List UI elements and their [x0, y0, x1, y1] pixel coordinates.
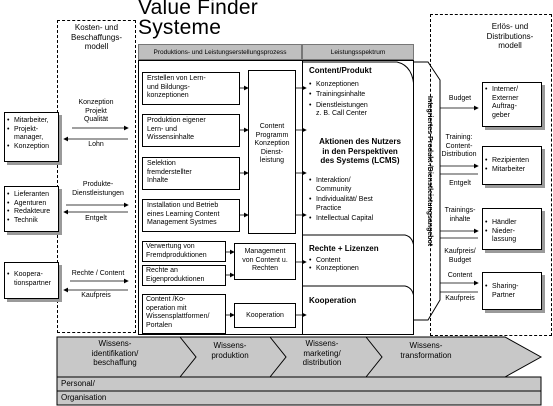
- content-product-section: Content/Produkt Konzeptionen Trainingsin…: [309, 66, 413, 119]
- list-item: Sharing- Partner: [485, 283, 539, 300]
- list-item: Technik: [7, 217, 56, 226]
- dealers-box: HändlerNieder- lassung: [482, 208, 542, 250]
- list-item: Interner/ Externer Auftrag- geber: [485, 86, 539, 120]
- stage-transformation: Wissens- transformation: [400, 341, 452, 360]
- flow-label: Produkte- Dienstleistungen: [72, 181, 124, 197]
- flow-label: Kaufpreis/ Budget: [444, 248, 476, 264]
- process-step-selection: Selektion fremderstellter Inhalte: [142, 157, 240, 190]
- flow-label: Entgelt: [449, 180, 471, 187]
- flow-label: Budget: [448, 95, 472, 102]
- revenue-model-panel: [430, 14, 552, 336]
- recipients-box: RezipientenMitarbeiter: [482, 146, 542, 185]
- title-line-1: Value Finder: [138, 0, 258, 19]
- cost-model-panel: [57, 20, 136, 333]
- cooperation-title: Kooperation: [309, 296, 357, 305]
- list-item: Dienstleistungen z. B. Call Center: [309, 102, 413, 119]
- list-item: Kooperа- tionspartner: [7, 271, 56, 288]
- flow-label: Kaufpreis: [445, 295, 475, 302]
- revenue-model-title: Erlös- und Distributions- modell: [486, 22, 534, 50]
- list-item: Agenturen: [7, 200, 56, 209]
- flow-label: Rechte / Content: [71, 270, 125, 277]
- list-item: Händler: [485, 219, 539, 228]
- coop-step: Content /Ko- operation mit Wissensplattf…: [142, 294, 226, 334]
- list-item: Konzeption: [7, 143, 56, 152]
- flow-label: Entgelt: [85, 215, 107, 222]
- rights-step-external: Verwertung von Fremdproduktionen: [142, 241, 226, 262]
- flow-label: Lohn: [88, 141, 104, 148]
- stage-identification: Wissens- identifikation/ beschaffung: [91, 339, 139, 367]
- rights-title: Rechte + Lizenzen: [309, 244, 379, 253]
- rights-management-box: Management von Content u. Rechten: [234, 243, 296, 280]
- list-item: Intellectual Capital: [309, 215, 409, 224]
- flow-label: Training: Content- Distribution: [441, 134, 477, 158]
- actions-title: Aktionen des Nutzers in den Perspektiven…: [319, 137, 401, 165]
- cooperation-box: Kooperation: [234, 303, 296, 328]
- list-item: Mitarbeiter: [485, 166, 539, 175]
- process-step-concepts: Erstellen von Lern- und Bildungs- konzep…: [142, 72, 240, 105]
- list-item: Individualität/ Best Practice: [309, 196, 409, 213]
- rights-section: Rechte + Lizenzen Content Konzeptionen: [309, 244, 413, 274]
- flow-label: Content: [447, 272, 473, 279]
- organisation-row: Organisation: [61, 393, 107, 402]
- personnel-row: Personal/: [61, 379, 95, 388]
- actions-list: Interaktion/ Community Individualität/ B…: [309, 177, 409, 224]
- partner-box: Kooperа- tionspartner: [4, 262, 59, 299]
- list-item: Lieferanten: [7, 191, 56, 200]
- flow-label: Trainings- inhalte: [444, 207, 476, 223]
- list-item: Projekt- manager,: [7, 126, 56, 143]
- content-product-title: Content/Produkt: [309, 66, 372, 75]
- page-title: Value Finder Systeme: [138, 0, 258, 38]
- list-item: Interaktion/ Community: [309, 177, 409, 194]
- list-item: Nieder- lassung: [485, 228, 539, 245]
- list-item: Trainingsinhalte: [309, 91, 413, 100]
- client-box: Interner/ Externer Auftrag- geber: [482, 82, 542, 127]
- rights-step-own: Rechte an Eigenproduktionen: [142, 265, 226, 286]
- list-item: Konzeptionen: [309, 265, 413, 274]
- content-program-box: Content Programm Konzeption Dienst- leis…: [248, 70, 296, 234]
- list-item: Mitarbeiter,: [7, 117, 56, 126]
- list-item: Redakteure: [7, 208, 56, 217]
- sharing-partner-box: Sharing- Partner: [482, 272, 542, 310]
- list-item: Rezipienten: [485, 157, 539, 166]
- flow-label: Konzeption Projekt Qualität: [78, 99, 114, 123]
- staff-box: Mitarbeiter,Projekt- manager,Konzeption: [4, 112, 59, 162]
- cost-model-title: Kosten- und Beschaffungs- modell: [71, 23, 122, 51]
- spectrum-header: Leistungsspektrum: [302, 44, 414, 60]
- suppliers-box: LieferantenAgenturenRedakteureTechnik: [4, 186, 59, 232]
- process-step-lcms: Installation und Betrieb eines Learning …: [142, 199, 240, 232]
- list-item: Content: [309, 257, 413, 266]
- process-step-production: Produktion eigener Lern- und Wissensinha…: [142, 114, 240, 147]
- stage-marketing: Wissens- marketing/ distribution: [302, 339, 342, 367]
- process-header: Produktions- und Leistungserstellungspro…: [138, 44, 302, 60]
- stage-production: Wissens- produktion: [211, 341, 249, 360]
- title-line-2: Systeme: [138, 16, 222, 39]
- list-item: Konzeptionen: [309, 81, 413, 90]
- flow-label: Kaufpreis: [81, 292, 111, 299]
